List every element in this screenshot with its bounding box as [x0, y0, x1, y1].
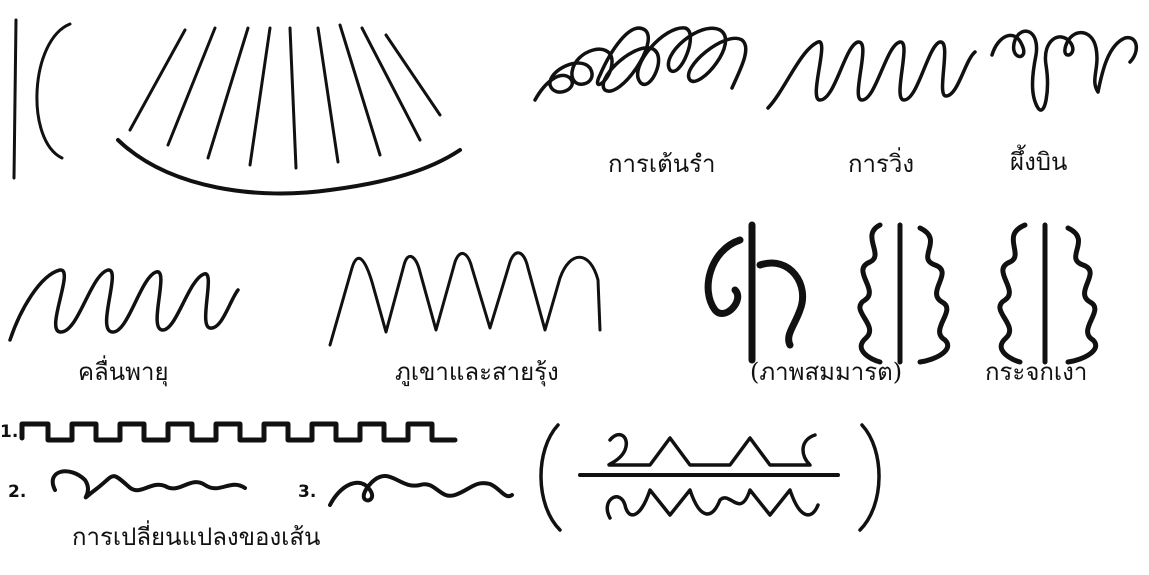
bracketed-motif-drawing — [541, 425, 879, 530]
fan-line — [290, 28, 296, 168]
caption-mountains-rainbow: ภูเขาและสายรุ้ง — [395, 360, 559, 384]
storm-waves-drawing — [10, 270, 238, 340]
caption-bee-flying: ผึ้งบิน — [1010, 150, 1067, 174]
mountains-drawing — [330, 253, 600, 345]
dancing-drawing — [535, 28, 746, 100]
fan-line — [250, 28, 270, 165]
symmetry-drawing — [708, 225, 1096, 362]
marker-three: 3. — [298, 482, 316, 502]
bottom-curve — [118, 140, 460, 193]
fan-drawing — [14, 20, 460, 193]
caption-dancing: การเต้นรำ — [608, 152, 715, 176]
vertical-line — [14, 20, 16, 178]
marker-one: 1. — [0, 422, 18, 442]
open-arc — [37, 24, 70, 158]
line-change-1-drawing — [22, 424, 455, 440]
line-change-2-drawing — [53, 471, 245, 497]
fan-line — [386, 35, 440, 115]
caption-mirror: กระจกเงา — [985, 360, 1087, 384]
fan-line — [340, 25, 380, 155]
caption-storm-waves: คลื่นพายุ — [78, 360, 169, 384]
caption-line-change: การเปลี่ยนแปลงของเส้น — [72, 525, 320, 549]
fan-line — [208, 28, 248, 158]
fan-line — [318, 28, 338, 162]
bee-flying-drawing — [992, 31, 1136, 110]
caption-running: การวิ่ง — [848, 152, 914, 176]
fan-line — [130, 30, 185, 130]
running-drawing — [768, 42, 975, 108]
marker-two: 2. — [8, 482, 26, 502]
line-change-3-drawing — [330, 476, 512, 505]
caption-image-symmetry: (ภาพสมมารต) — [750, 360, 902, 384]
